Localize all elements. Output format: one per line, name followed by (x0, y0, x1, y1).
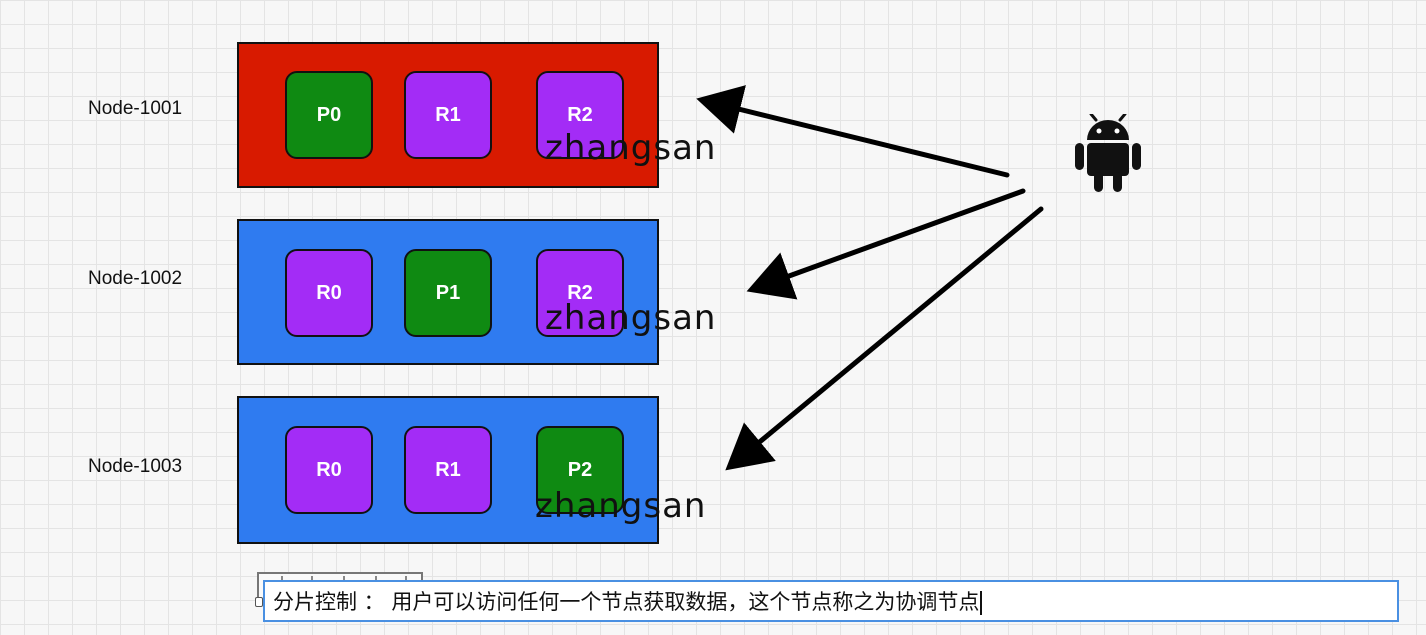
text-caret (980, 591, 983, 615)
caption-text-editor[interactable]: 分片控制 ： 用户可以访问任何一个节点获取数据，这个节点称之为协调节点 (263, 580, 1399, 622)
node-label-1003: Node-1003 (88, 456, 183, 477)
shard-r2: R2 (536, 249, 624, 337)
node-box-1002: R0 P1 R2 (237, 219, 659, 365)
node-box-1001: P0 R1 R2 (237, 42, 659, 188)
node-box-1003: R0 R1 P2 (237, 396, 659, 544)
shard-r1: R1 (404, 71, 492, 159)
shard-p1: P1 (404, 249, 492, 337)
android-icon (1075, 114, 1141, 192)
arrow-to-node-1001 (696, 85, 1010, 178)
shard-r1: R1 (404, 426, 492, 514)
resize-handle[interactable] (255, 597, 263, 607)
shard-p2: P2 (536, 426, 624, 514)
shard-r0: R0 (285, 426, 373, 514)
shard-r0: R0 (285, 249, 373, 337)
arrow-to-node-1002 (746, 188, 1026, 300)
shard-r2: R2 (536, 71, 624, 159)
node-label-1001: Node-1001 (88, 98, 183, 119)
watermark-text: zhangsan (545, 298, 717, 338)
shard-p0: P0 (285, 71, 373, 159)
node-label-1002: Node-1002 (88, 268, 183, 289)
arrow-to-node-1003 (725, 206, 1044, 471)
caption-text: 分片控制 ： 用户可以访问任何一个节点获取数据，这个节点称之为协调节点 (273, 590, 980, 614)
watermark-text: zhangsan (535, 486, 707, 526)
watermark-text: zhangsan (545, 128, 717, 168)
